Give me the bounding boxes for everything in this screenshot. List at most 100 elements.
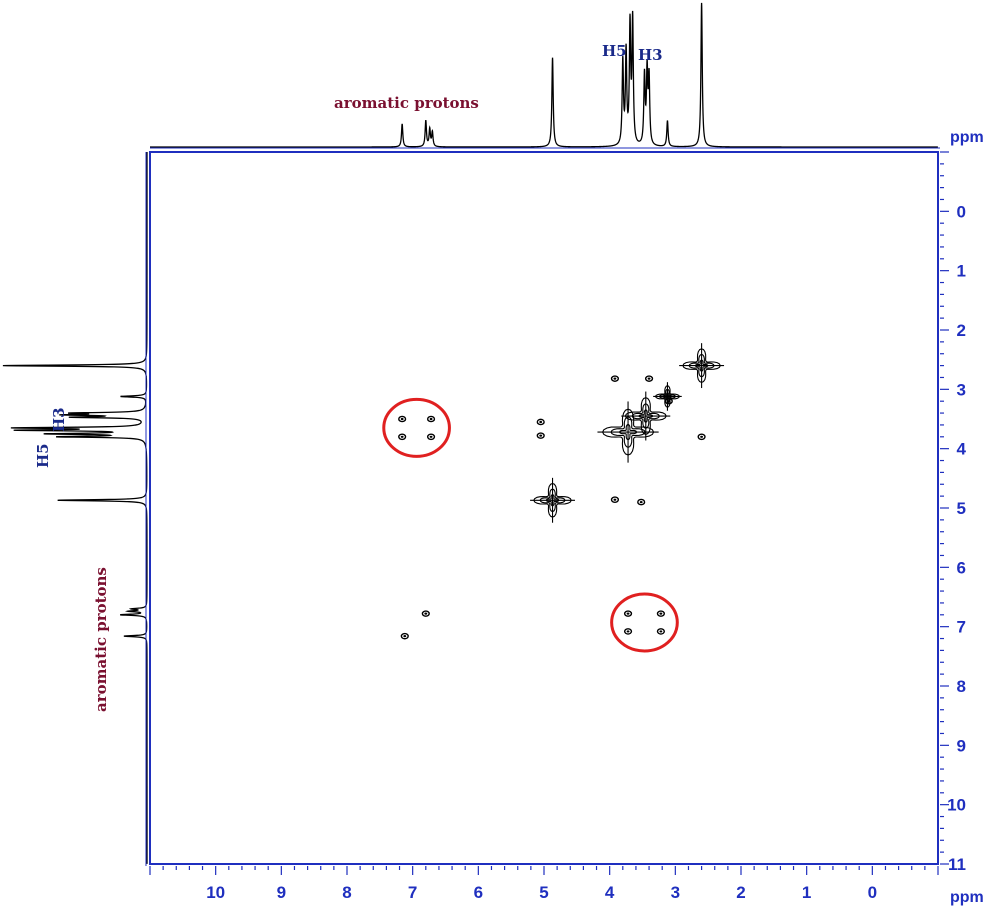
x-tick-label: 10 (206, 883, 225, 902)
cross-peak (398, 433, 407, 441)
cross-peak-core (639, 500, 643, 504)
diagonal-peak (530, 477, 575, 523)
cross-peak-outer (610, 496, 620, 503)
cross-peak (536, 418, 545, 426)
y-tick-label: 4 (957, 440, 967, 459)
left-h3-label: H3 (50, 407, 68, 432)
y-tick-label: 3 (957, 380, 966, 399)
x-tick-label: 8 (342, 883, 351, 902)
cross-peak-outer (623, 628, 633, 635)
cross-peak-core (667, 400, 671, 403)
cross-peak-core (424, 612, 428, 615)
cross-peak (623, 628, 633, 635)
cross-peak-core (429, 435, 433, 438)
cross-peak-core (626, 612, 630, 615)
cross-peak (697, 433, 706, 441)
left-h5-label: H5 (34, 443, 52, 468)
x-tick-label: 5 (539, 883, 548, 902)
y-tick-label: 6 (957, 558, 966, 577)
cross-peak-core (613, 498, 617, 501)
left-aromatic-label: aromatic protons (92, 567, 110, 712)
top-ppm-label: ppm (950, 129, 984, 146)
contour-peaks (398, 343, 725, 640)
y-tick-label: 7 (957, 618, 966, 637)
cross-peak (426, 433, 436, 441)
cross-peak-core (400, 435, 404, 438)
x-tick-label: 9 (277, 883, 286, 902)
cross-peak-core (659, 630, 663, 633)
right-y-axis: 0 1 2 3 4 5 6 7 8 9 10 11 (940, 151, 967, 874)
cross-peak-core (429, 417, 433, 421)
cross-peak (623, 610, 633, 617)
y-tick-label: 2 (957, 321, 966, 340)
x-tick-label: 6 (474, 883, 483, 902)
cross-peak-core (647, 377, 651, 380)
x-tick-label: 7 (408, 883, 417, 902)
top-h5-label: H5 (602, 42, 627, 60)
y-tick-label: 5 (957, 499, 966, 518)
cross-peak (426, 415, 436, 423)
plot-frame (145, 147, 940, 866)
cross-peak-outer (426, 415, 436, 423)
cross-peak-core (539, 420, 543, 424)
cross-peak-outer (697, 433, 706, 441)
cross-peak-outer (637, 498, 646, 506)
x-tick-label: 4 (605, 883, 615, 902)
red-highlight-circle (382, 397, 451, 458)
cross-peak (656, 610, 665, 617)
cross-peak-outer (398, 433, 407, 441)
left-projection-trace (2, 152, 148, 864)
y-tick-label: 11 (948, 855, 966, 874)
cross-peak (664, 397, 673, 405)
cross-peak (610, 375, 620, 382)
red-highlight-circle (610, 592, 679, 653)
top-projection-spectrum (150, 2, 938, 148)
cross-peak-outer (623, 610, 633, 617)
cross-peak-outer (644, 375, 654, 382)
cross-peak-outer (610, 375, 620, 382)
cross-peak-outer (421, 610, 430, 617)
cross-peak-outer (656, 610, 665, 617)
diagonal-peak (621, 391, 671, 441)
cross-peak-outer (536, 418, 545, 426)
cross-peak-outer (656, 628, 665, 635)
x-tick-label: 3 (671, 883, 680, 902)
top-aromatic-label: aromatic protons (334, 94, 479, 112)
cross-peak (644, 375, 654, 382)
highlight-circles (382, 397, 679, 653)
cross-peak (421, 610, 430, 617)
cross-peak-outer (426, 433, 436, 441)
cross-peak-outer (664, 397, 673, 405)
cross-peak-core (659, 612, 663, 615)
cross-peak (610, 496, 620, 503)
diagonal-peak (653, 382, 682, 411)
y-tick-label: 1 (957, 262, 966, 281)
y-tick-label: 0 (957, 202, 966, 221)
cross-peak (398, 415, 407, 423)
x-tick-label: 0 (868, 883, 877, 902)
y-tick-label: 10 (947, 796, 966, 815)
x-tick-label: 1 (802, 883, 811, 902)
x-tick-label: 2 (736, 883, 745, 902)
y-tick-label: 9 (957, 736, 966, 755)
top-projection-trace (150, 2, 938, 148)
bottom-ppm-label: ppm (950, 889, 984, 906)
cross-peak (656, 628, 665, 635)
cross-peak-outer (536, 432, 545, 439)
top-h3-label: H3 (638, 46, 663, 64)
y-tick-label: 8 (957, 677, 966, 696)
diagonal-peak (679, 343, 725, 389)
cross-peak-outer (398, 415, 407, 423)
left-projection-spectrum (2, 152, 148, 864)
cross-peak (400, 632, 409, 640)
cross-peak-core (539, 434, 543, 437)
cross-peak-core (403, 635, 407, 638)
cross-peak (536, 432, 545, 439)
cross-peak (637, 498, 646, 506)
cross-peak-core (700, 435, 703, 438)
cross-peak-core (613, 377, 617, 380)
cross-peak-outer (400, 632, 409, 640)
cross-peak-core (400, 417, 404, 421)
